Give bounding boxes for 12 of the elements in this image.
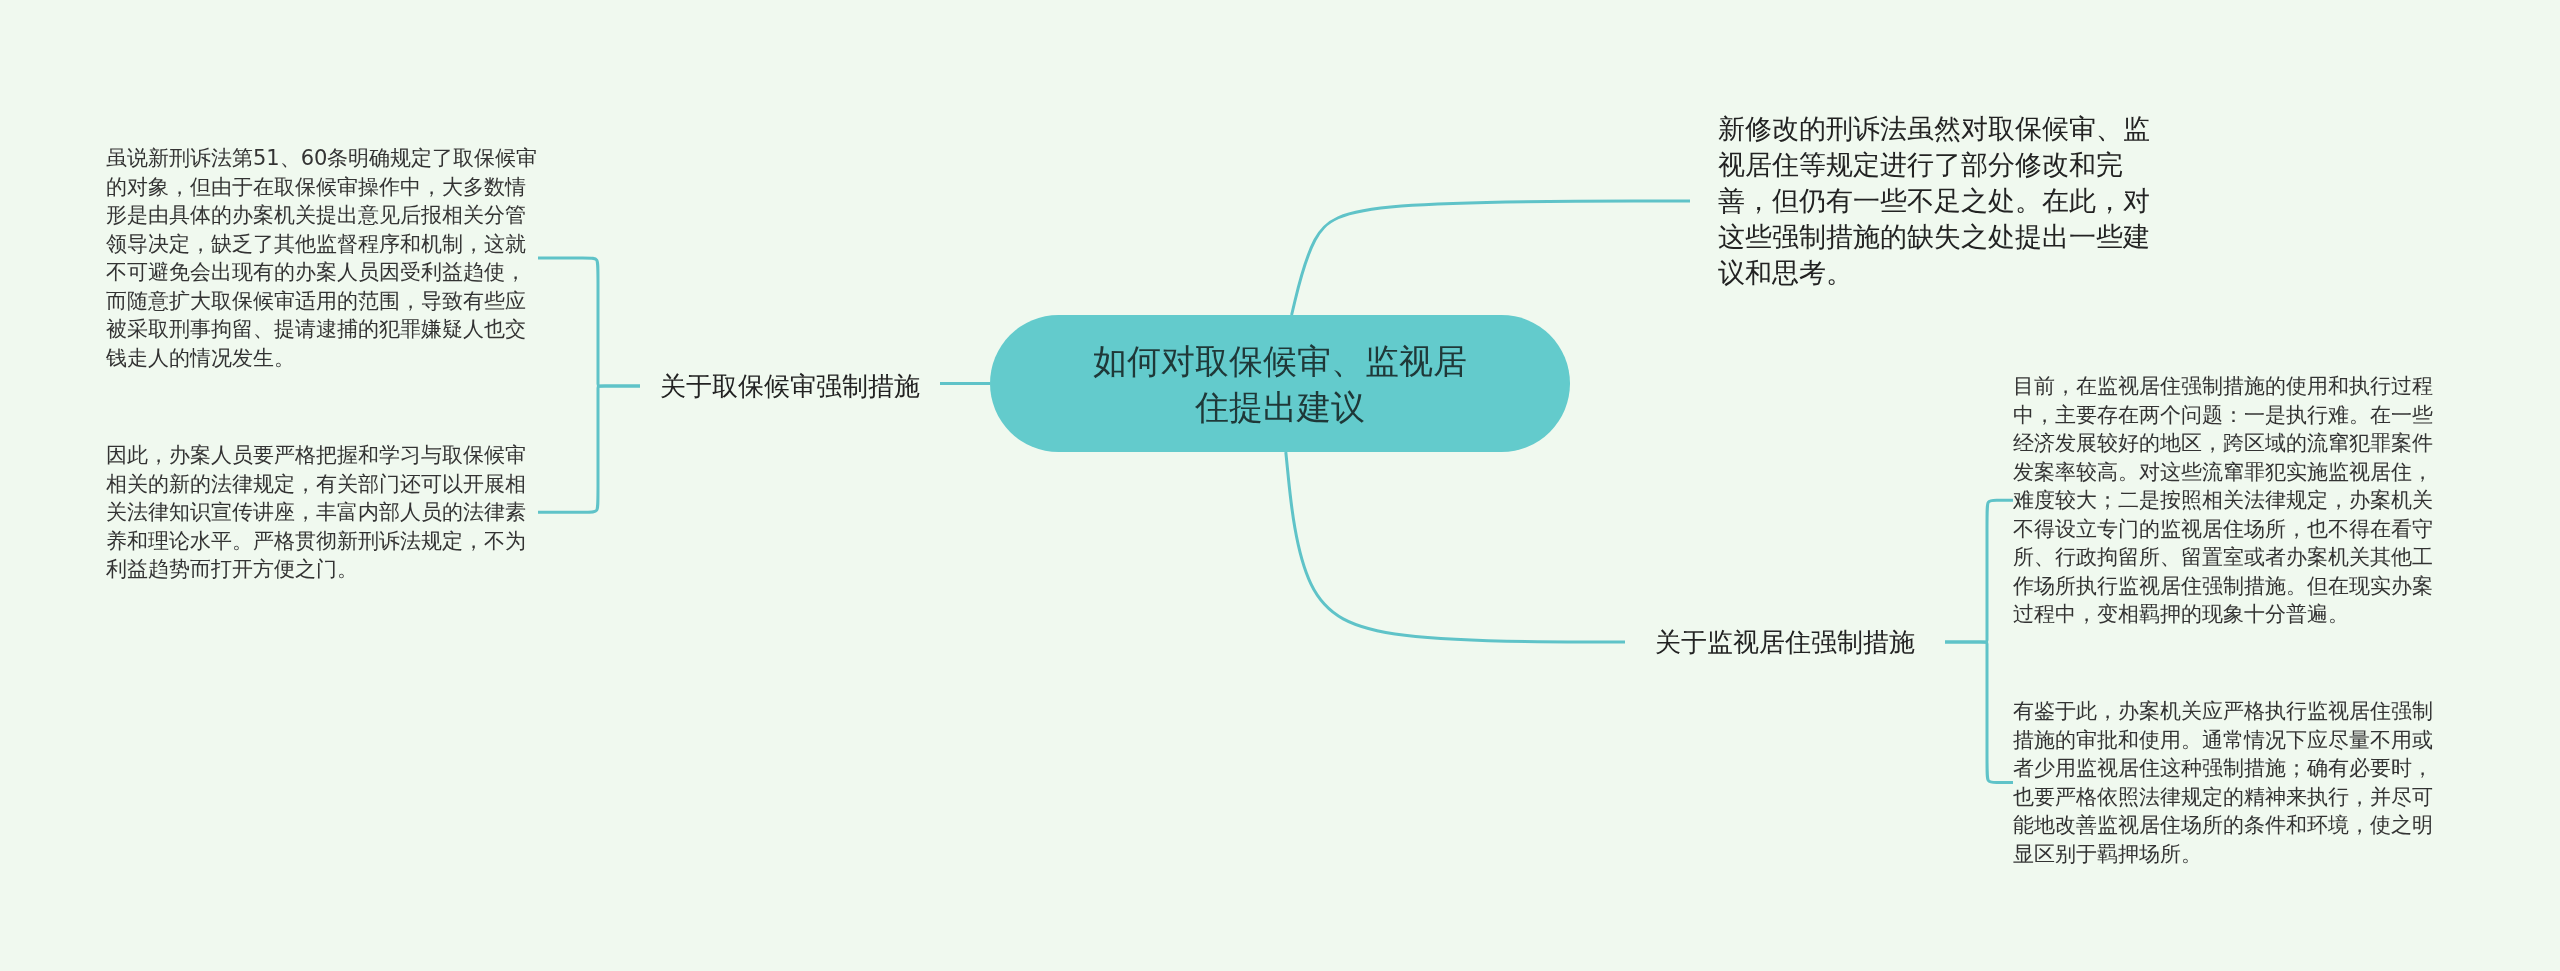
connector-line (1290, 199, 1690, 316)
note-text: 目前，在监视居住强制措施的使用和执行过程中，主要存在两个问题：一是执行难。在一些经济发展较好的地区，跨区域的流窜犯罪案件发案率较高。对这些流窜罪犯实施监视居住，难度较大；二是按照相关法律规定，办案机关不得设立专门的监视居住场所，也不得在看守所、行政拘留所、留置室或者办案机关其他工作场所执行监视居住强制措施。但在现实办案过程中，变相羁押的现象十分普遍。 (2013, 372, 2453, 629)
branch-topic: 关于监视居住强制措施 (1625, 620, 1945, 664)
branch-topic: 关于取保候审强制措施 (640, 364, 940, 408)
note-text: 新修改的刑诉法虽然对取保候审、监视居住等规定进行了部分修改和完善，但仍有一些不足之处。在此，对这些强制措施的缺失之处提出一些建议和思考。 (1690, 111, 2160, 291)
connector-line (538, 384, 640, 514)
connector-line (1284, 451, 1625, 644)
connector-line (940, 382, 990, 385)
note-text: 有鉴于此，办案机关应严格执行监视居住强制措施的审批和使用。通常情况下应尽量不用或者少用监视居住这种强制措施；确有必要时，也要严格依照法律规定的精神来执行，并尽可能地改善监视居住场所的条件和环境，使之明显区别于羁押场所。 (2013, 697, 2453, 868)
note-text: 因此，办案人员要严格把握和学习与取保候审相关的新的法律规定，有关部门还可以开展相关法律知识宣传讲座，丰富内部人员的法律素养和理论水平。严格贯彻新刑诉法规定，不为利益趋势而打开方便之门。 (106, 441, 538, 584)
note-text: 虽说新刑诉法第51、60条明确规定了取保候审的对象，但由于在取保候审操作中，大多数情形是由具体的办案机关提出意见后报相关分管领导决定，缺乏了其他监督程序和机制，这就不可避免会出现有的办案人员因受利益趋使，而随意扩大取保候审适用的范围，导致有些应被采取刑事拘留、提请逮捕的犯罪嫌疑人也交钱走人的情况发生。 (106, 144, 538, 372)
central-topic: 如何对取保候审、监视居住提出建议 (990, 315, 1570, 452)
